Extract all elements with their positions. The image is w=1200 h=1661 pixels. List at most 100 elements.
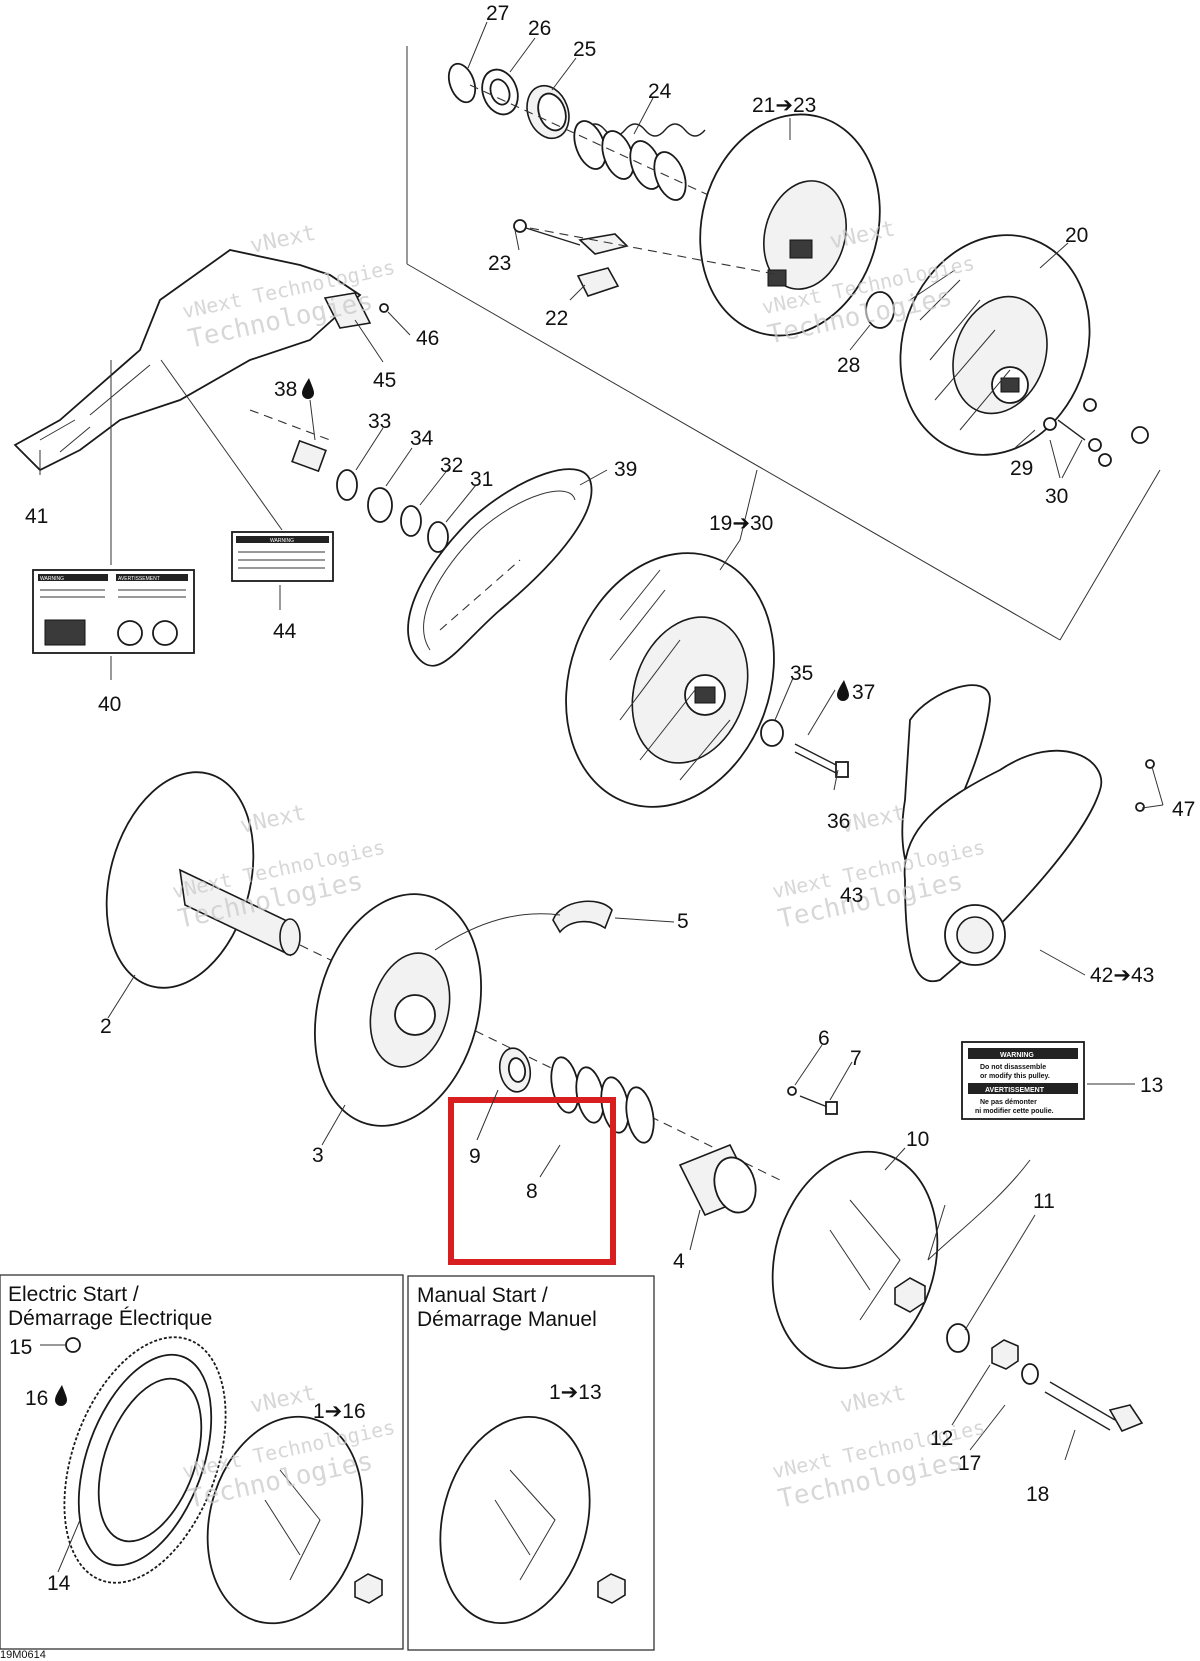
leader-lines [39,21,1164,1573]
ring-gear-14 [63,1336,227,1584]
washer-9 [498,1047,532,1093]
avertissement-text: AVERTISSEMENT [985,1087,1045,1094]
watermark-3-line1: vNext [238,801,308,839]
callout-21-23: 21➔23 [752,94,816,117]
electric-start-box [0,1274,404,1650]
callout-1-16: 1➔16 [313,1400,366,1423]
roller-5 [552,900,613,934]
callout-9: 9 [469,1145,481,1168]
callout-30: 30 [1045,485,1068,508]
driven-pulley-frame [406,46,1161,641]
manual-start-box [407,1275,655,1651]
washer-34 [367,487,393,523]
decal40-left-text: WARNING [40,576,64,582]
callout-7: 7 [850,1047,862,1070]
decal44-text: WARNING [270,538,294,544]
washer-35 [760,719,784,747]
manual-sheave [439,1415,626,1625]
bushing-25 [526,84,570,140]
bolts-29-30 [1043,398,1149,467]
callout-33: 33 [368,410,391,433]
callout-35: 35 [790,662,813,685]
callout-37: 37 [852,681,875,704]
decal-44: WARNING [231,531,334,582]
electric-start-title-2: Démarrage Électrique [8,1307,212,1330]
callout-3: 3 [312,1144,324,1167]
manual-start-title-2: Démarrage Manuel [417,1308,597,1331]
sheave-21 [699,113,881,337]
callout-11: 11 [1033,1190,1055,1213]
callout-36: 36 [827,810,850,833]
callout-6: 6 [818,1027,830,1050]
callout-25: 25 [573,38,596,61]
callout-40: 40 [98,693,121,716]
screw-23 [513,219,581,246]
avert-line1: Ne pas démonter [980,1099,1037,1106]
callout-34: 34 [410,427,434,450]
cap-4 [678,1143,757,1217]
callout-45: 45 [373,369,396,392]
callout-13: 13 [1140,1074,1163,1097]
oil-drop-icon [837,680,849,701]
warning-decal-13: WARNING Do not disassemble or modify thi… [961,1041,1085,1120]
callout-26: 26 [528,17,551,40]
oil-drop-icon [302,378,314,399]
callout-22: 22 [545,307,568,330]
callout-44: 44 [273,620,297,643]
highlight-box [448,1097,616,1265]
callout-42-43: 42➔43 [1090,964,1154,987]
screw-6-7 [787,1086,838,1115]
callout-31: 31 [470,468,493,491]
callout-19-30: 19➔30 [709,512,773,535]
callout-18: 18 [1026,1483,1049,1506]
screw-15 [65,1337,81,1353]
electric-start-title-1: Electric Start / [8,1283,139,1306]
washer-11 [946,1323,970,1353]
clip-47a [1145,759,1155,769]
avert-line2: ni modifier cette poulie. [975,1108,1054,1115]
washer-26 [481,68,519,116]
callout-17: 17 [958,1452,981,1475]
electric-sheave [206,1415,383,1625]
watermark-5-line1: vNext [248,1381,318,1419]
washer-33 [336,469,358,501]
callout-8: 8 [526,1180,538,1203]
callout-12: 12 [930,1427,953,1450]
drive-belt-39 [407,468,593,667]
callout-20: 20 [1065,224,1088,247]
callout-10: 10 [906,1128,929,1151]
callout-16: 16 [25,1387,48,1410]
shaft-38 [249,409,331,473]
bracket-45 [323,292,372,329]
callout-14: 14 [47,1572,71,1595]
washer-17 [1021,1363,1039,1385]
callout-1-13: 1➔13 [549,1381,602,1404]
belt-guard-41 [13,249,362,472]
callout-4: 4 [673,1250,685,1273]
warning-line1: Do not disassemble [980,1064,1046,1071]
ring-32 [400,505,422,537]
movable-sheave-3 [314,893,482,1127]
callout-29: 29 [1010,457,1033,480]
clip-47b [1135,802,1145,812]
nut-12 [991,1339,1019,1370]
fixed-sheave-2 [105,771,301,989]
bolt-36 [794,743,849,778]
warning-text: WARNING [1000,1052,1034,1059]
callout-2: 2 [100,1015,112,1038]
callout-32: 32 [440,454,463,477]
manual-start-title-1: Manual Start / [417,1284,548,1307]
leader-5-curve [434,913,561,951]
sheave-20 [899,234,1091,456]
driven-pulley-19 [565,552,775,808]
ring-31 [427,521,449,553]
callouts: 27 26 25 24 21➔23 20 23 22 28 46 45 38 3… [9,2,1195,1595]
callout-5: 5 [677,910,689,933]
callout-39: 39 [614,458,637,481]
decal40-right-text: AVERTISSEMENT [118,576,160,582]
screw-46 [379,303,389,313]
cover-42 [903,750,1103,983]
callout-47: 47 [1172,798,1195,821]
